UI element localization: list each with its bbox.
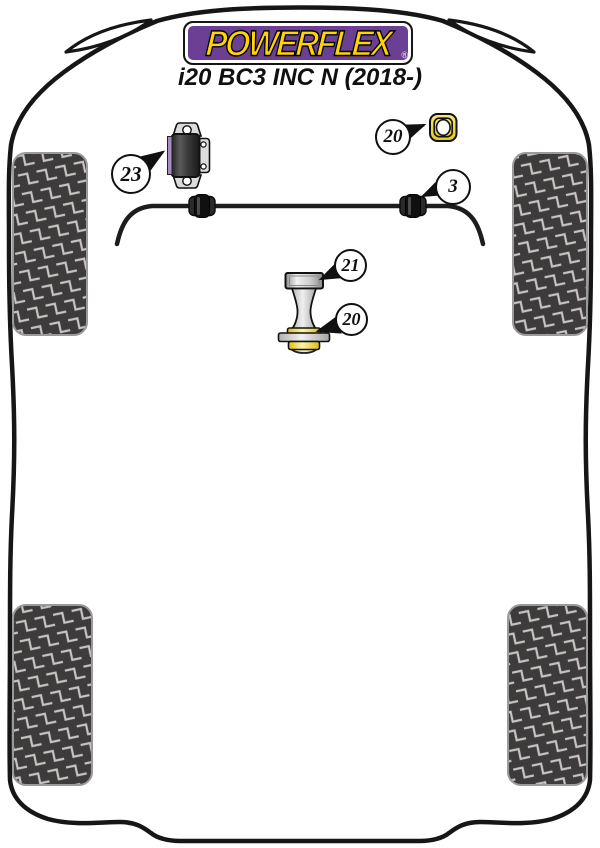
lower-torque-mount-icon <box>277 272 331 354</box>
callout-21-badge: 21 <box>334 249 367 282</box>
front-anti-roll-bar-icon <box>114 194 486 247</box>
tire-front-right <box>512 152 588 336</box>
registered-trademark-icon: ® <box>401 50 408 60</box>
arrow-23 <box>139 150 166 172</box>
powerflex-logo: POWERFLEX ® <box>183 21 413 65</box>
callout-20-top-badge: 20 <box>375 119 411 155</box>
engine-mount-square-insert-icon <box>429 113 458 142</box>
anti-roll-bar-bush-right-icon <box>399 194 427 218</box>
tire-front-left <box>12 152 88 336</box>
headlight-left-icon <box>64 18 153 54</box>
callout-23-badge: 23 <box>111 154 151 194</box>
powerflex-logo-text: POWERFLEX <box>204 22 393 64</box>
car-body-outline <box>6 5 594 844</box>
engine-mount-purple-bush-icon <box>167 136 173 175</box>
callout-3-badge: 3 <box>435 169 471 205</box>
tire-rear-left <box>12 604 93 786</box>
model-title: i20 BC3 INC N (2018-) <box>177 64 423 91</box>
tire-rear-right <box>507 604 588 786</box>
callout-20-bottom-badge: 20 <box>335 303 368 336</box>
arrow-20-top <box>400 123 427 142</box>
upper-engine-mount-icon <box>167 122 211 189</box>
lower-torque-mount-yellow-insert-icon <box>277 327 331 354</box>
headlight-right-icon <box>447 18 536 54</box>
anti-roll-bar-bush-left-icon <box>188 194 216 218</box>
